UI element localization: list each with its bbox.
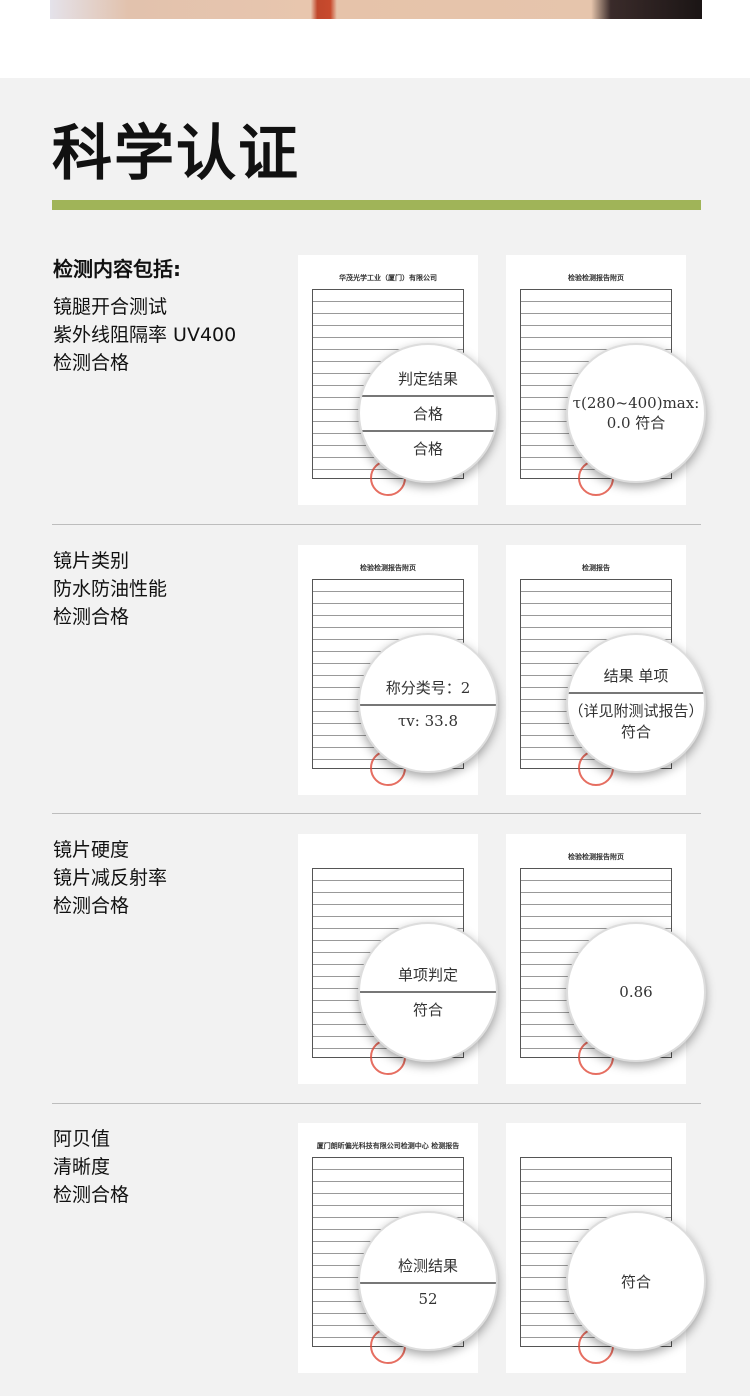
test-report-image: 检验检测报告附页 称分类号：2 τv: 33.8 xyxy=(298,545,498,795)
product-photo-bottom xyxy=(50,0,702,19)
magnified-text: 0.86 xyxy=(619,983,653,1001)
section-description: 镜片类别防水防油性能检测合格 xyxy=(53,547,167,631)
test-item: 清晰度 xyxy=(53,1156,111,1178)
report-header: 厦门朗昕偏光科技有限公司检测中心 检测报告 xyxy=(316,1142,460,1150)
magnifier-circle: 单项判定符合 xyxy=(358,922,498,1062)
magnified-text: 合格 xyxy=(360,397,496,432)
magnified-text: τ(280~400)max: 0.0 符合 xyxy=(572,393,700,432)
test-report-image: 单项判定符合 xyxy=(298,834,498,1084)
magnified-text: 检测结果 xyxy=(360,1249,496,1284)
magnified-text: 判定结果 xyxy=(360,362,496,397)
section-description: 阿贝值清晰度检测合格 xyxy=(53,1125,129,1209)
section-heading: 检测内容包括: xyxy=(53,257,181,281)
magnified-text: 单项判定 xyxy=(360,958,496,993)
magnified-text: τv: 33.8 xyxy=(398,711,458,730)
test-report-image: 华茂光学工业（厦门）有限公司 判定结果合格合格 xyxy=(298,255,498,505)
magnifier-circle: 判定结果合格合格 xyxy=(358,343,498,483)
report-header: 检验检测报告附页 xyxy=(568,274,624,282)
test-item: 紫外线阻隔率 UV400 xyxy=(53,324,237,346)
accent-bar xyxy=(52,200,701,210)
test-item: 镜片硬度 xyxy=(53,839,130,861)
magnifier-circle: τ(280~400)max: 0.0 符合 xyxy=(566,343,706,483)
report-header: 检验检测报告附页 xyxy=(360,564,416,572)
certification-section: 镜片类别防水防油性能检测合格 检验检测报告附页 称分类号：2 τv: 33.8 检… xyxy=(0,545,750,795)
test-report-image: 检测报告 结果 单项 （详见附测试报告） 符合 xyxy=(506,545,706,795)
test-item: 防水防油性能 xyxy=(53,578,168,600)
section-divider xyxy=(52,813,701,814)
magnifier-circle: 符合 xyxy=(566,1211,706,1351)
report-header: 检验检测报告附页 xyxy=(568,853,624,861)
test-report-image: 检验检测报告附页 0.86 xyxy=(506,834,706,1084)
test-item: 镜腿开合测试 xyxy=(53,296,168,318)
magnifier-circle: 称分类号：2 τv: 33.8 xyxy=(358,633,498,773)
test-item: 阿贝值 xyxy=(53,1128,111,1150)
magnified-text: 52 xyxy=(418,1289,438,1308)
report-header: 检测报告 xyxy=(582,564,610,572)
test-item: 检测合格 xyxy=(53,352,130,374)
certification-section: 镜片硬度镜片减反射率检测合格 单项判定符合 检验检测报告附页 0.86 xyxy=(0,834,750,1084)
magnifier-circle: 结果 单项 （详见附测试报告） 符合 xyxy=(566,633,706,773)
test-item: 镜片类别 xyxy=(53,550,130,572)
test-report-image: 符合 xyxy=(506,1123,706,1373)
section-description: 检测内容包括: 镜腿开合测试紫外线阻隔率 UV400 检测合格 xyxy=(53,255,236,377)
report-header: 华茂光学工业（厦门）有限公司 xyxy=(339,274,437,282)
section-divider xyxy=(52,524,701,525)
test-report-image: 厦门朗昕偏光科技有限公司检测中心 检测报告 检测结果 52 xyxy=(298,1123,498,1373)
test-item: 检测合格 xyxy=(53,606,130,628)
magnified-text: 称分类号：2 xyxy=(360,671,496,706)
section-divider xyxy=(52,1103,701,1104)
magnified-text: （详见附测试报告） 符合 xyxy=(568,701,704,741)
page-title: 科学认证 xyxy=(52,119,300,189)
certification-section: 检测内容包括: 镜腿开合测试紫外线阻隔率 UV400 检测合格 华茂光学工业（厦门）… xyxy=(0,255,750,505)
magnified-text: 符合 xyxy=(412,1001,443,1019)
magnifier-circle: 0.86 xyxy=(566,922,706,1062)
magnifier-circle: 检测结果 52 xyxy=(358,1211,498,1351)
test-item: 检测合格 xyxy=(53,1184,130,1206)
test-report-image: 检验检测报告附页 τ(280~400)max: 0.0 符合 xyxy=(506,255,706,505)
magnified-text: 符合 xyxy=(620,1272,651,1291)
top-area xyxy=(0,0,750,78)
magnified-text: 结果 单项 xyxy=(568,659,704,694)
test-item: 镜片减反射率 xyxy=(53,867,168,889)
magnified-text: 合格 xyxy=(412,439,443,458)
test-item: 检测合格 xyxy=(53,895,130,917)
section-description: 镜片硬度镜片减反射率检测合格 xyxy=(53,836,167,920)
